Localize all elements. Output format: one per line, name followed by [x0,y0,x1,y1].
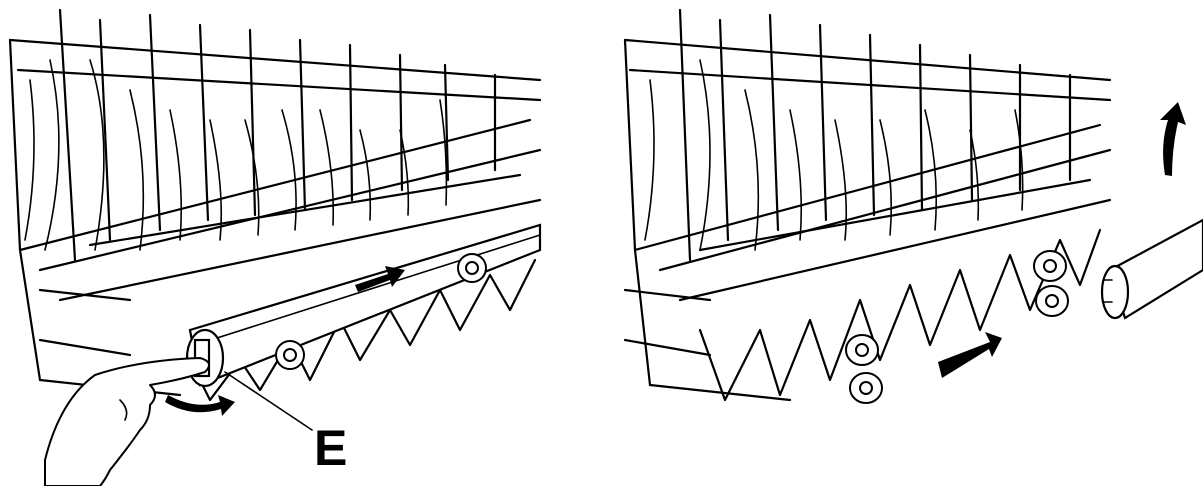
removed-rail-cover [1100,218,1203,320]
rail-cover-edge [194,234,541,346]
rack-tines [24,59,448,251]
left-panel-rack-with-rail: E [8,8,542,486]
curved-rotate-arrow-icon [165,395,235,416]
rack-bottom-zigzag [188,258,537,402]
rail-wheel-pair [1033,250,1069,317]
hand-knuckle [119,399,128,421]
arrow-right-icon [938,332,1002,378]
rack-horizontal-rails [18,118,542,397]
callout-label-e: E [314,420,347,476]
rack-horizontal-rails [623,123,1112,402]
callout-leader-line [224,371,313,431]
curved-up-arrow-icon [1160,102,1186,176]
rack-tines [644,59,1024,251]
hand-illustration [44,357,210,486]
rail-cover [188,223,542,387]
rail-wheel [457,253,487,283]
rack-bottom-zigzag [698,228,1102,402]
right-panel-rack-rail-removed [623,8,1203,404]
arrow-right-icon [355,266,405,292]
rack-back-frame [623,8,1112,262]
rail-wheel [275,340,305,370]
rail-wheel-pair [845,334,883,404]
rack-back-frame [8,8,542,262]
